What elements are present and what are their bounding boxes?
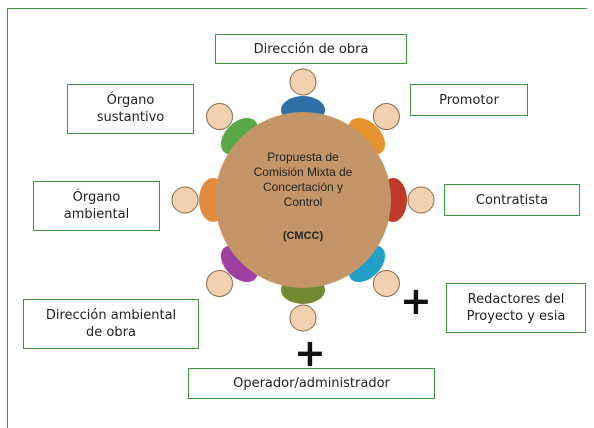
label-contratista: Contratista [444,184,580,216]
plus-sign-redactores: + [400,279,432,323]
label-promotor: Promotor [410,84,528,116]
person-head-top-right [372,103,400,131]
label-operador-administrador: Operador/administrador [188,368,435,399]
person-head-bottom-left [206,269,234,297]
table-code: (CMCC) [282,230,324,242]
person-head-top-left [206,103,234,131]
table-title: Propuesta de Comisión Mixta de Concertac… [253,150,353,209]
round-table [215,112,391,288]
person-head-right [407,186,435,214]
person-head-bottom [289,304,317,332]
label-direccion-ambiental: Dirección ambiental de obra [23,299,199,349]
label-redactores: Redactores del Proyecto y esia [446,283,586,333]
label-direccion-de-obra: Dirección de obra [215,34,407,64]
plus-sign-operador: + [294,331,326,375]
person-head-bottom-right [372,269,400,297]
person-head-top [289,68,317,96]
label-organo-sustantivo: Órgano sustantivo [67,84,194,134]
diagram-frame [7,8,587,428]
label-organo-ambiental: Órgano ambiental [33,181,160,231]
person-head-left [171,186,199,214]
